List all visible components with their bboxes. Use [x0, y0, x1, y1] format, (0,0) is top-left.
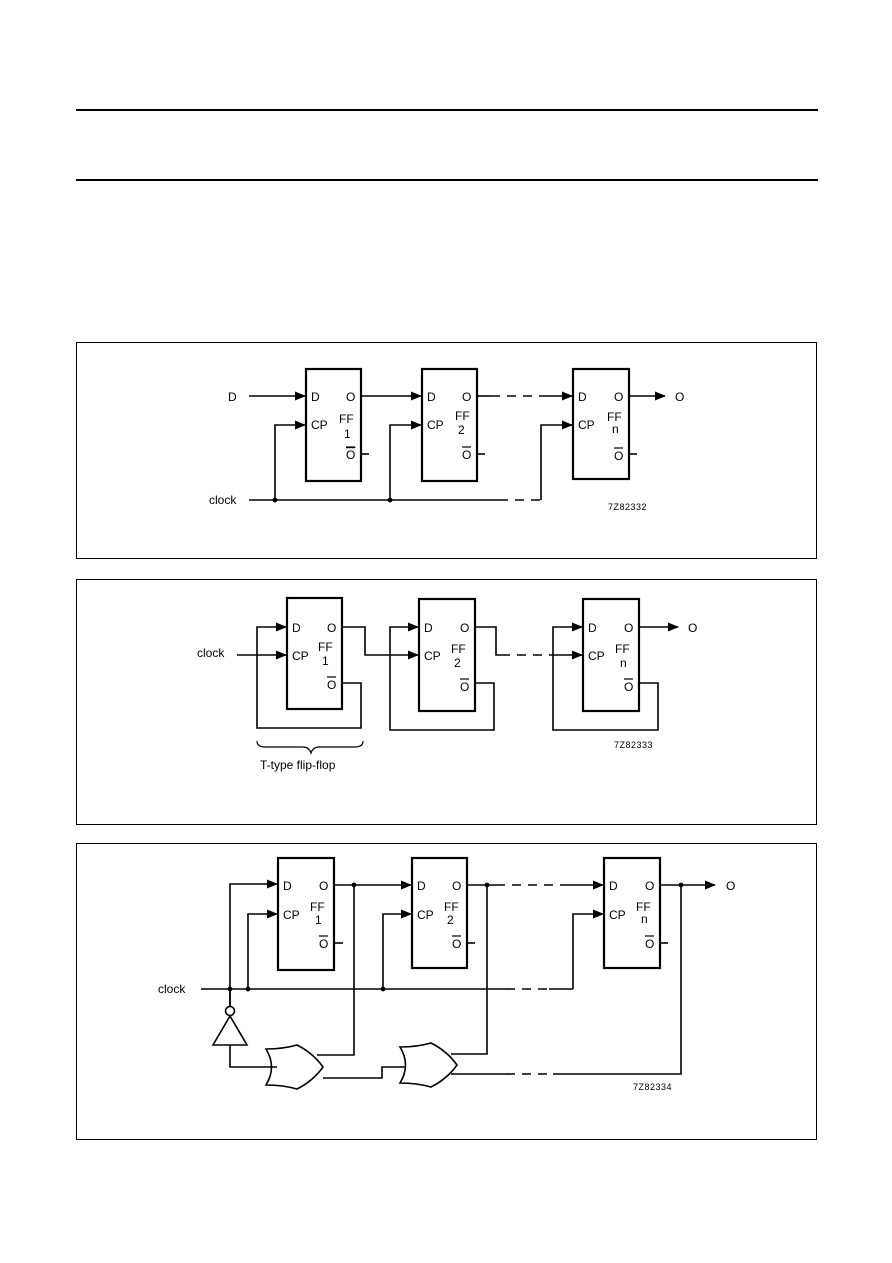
ff2-qbar-label: O — [452, 937, 461, 951]
ffn-ff-label: FF — [636, 900, 651, 914]
input-d-label: D — [228, 390, 237, 404]
ff2-cp-label: CP — [417, 908, 434, 922]
ff2-ff-label: FF — [451, 642, 466, 656]
ffn-q-label: O — [624, 621, 633, 635]
ff1-cp-label: CP — [292, 649, 309, 663]
ff2-q-label: O — [460, 621, 469, 635]
ff2-box — [420, 367, 479, 483]
ffn-d-label: D — [609, 879, 618, 893]
clock-label: clock — [209, 493, 237, 507]
ff1-box — [276, 856, 336, 972]
clock-label: clock — [158, 982, 186, 996]
ff2-index-label: 2 — [454, 656, 461, 670]
output-label: O — [675, 390, 684, 404]
ffn-cp-label: CP — [588, 649, 605, 663]
ff1-cp-label: CP — [311, 418, 328, 432]
ff1-index-label: 1 — [322, 654, 329, 668]
diagram-shift-register: D O clock D O CP FF 1 O D O CP FF 2 O D … — [209, 367, 684, 512]
ff2-index-label: 2 — [447, 913, 454, 927]
ff1-q-label: O — [319, 879, 328, 893]
ffn-ff-label: FF — [615, 642, 630, 656]
ff1-d-label: D — [292, 621, 301, 635]
ff1-cp-label: CP — [283, 908, 300, 922]
output-label: O — [726, 879, 735, 893]
ff2-ff-label: FF — [455, 409, 470, 423]
ff1-ff-label: FF — [339, 412, 354, 426]
ffn-index-label: n — [641, 912, 648, 926]
or-gate-1 — [264, 1044, 324, 1090]
ff1-qbar-label: O — [327, 678, 336, 692]
ff1-qbar-label: O — [319, 937, 328, 951]
ff1-ff-label: FF — [318, 640, 333, 654]
ffn-d-label: D — [578, 390, 587, 404]
ff2-qbar-label: O — [460, 680, 469, 694]
ff2-box — [410, 856, 469, 970]
ff2-index-label: 2 — [458, 423, 465, 437]
ff2-cp-label: CP — [424, 649, 441, 663]
ff2-box — [417, 597, 477, 713]
figure-ripple-counter: clock O D O CP FF 1 O D O CP FF 2 O D O … — [76, 579, 817, 825]
ff1-q-label: O — [346, 390, 355, 404]
figure-shift-register: D O clock D O CP FF 1 O D O CP FF 2 O D … — [76, 342, 817, 559]
ffn-cp-label: CP — [609, 908, 626, 922]
t-type-brace — [256, 740, 364, 755]
header-rule-bottom — [76, 179, 818, 181]
ffn-box — [602, 856, 662, 970]
or-gate-2 — [398, 1042, 458, 1088]
ff1-index-label: 1 — [315, 913, 322, 927]
t-type-label: T-type flip-flop — [260, 758, 336, 772]
ffn-qbar-label: O — [614, 449, 623, 463]
ffn-index-label: n — [612, 422, 619, 436]
ff1-qbar-label: O — [346, 448, 355, 462]
ffn-box — [571, 367, 631, 481]
ffn-q-label: O — [614, 390, 623, 404]
diagram-shift-register-with-gates: clock O D O CP FF 1 O D O CP F — [158, 856, 735, 1092]
figure-code: 7Z82334 — [633, 1082, 672, 1092]
inverter — [211, 1014, 249, 1046]
ff2-q-label: O — [452, 879, 461, 893]
ffn-ff-label: FF — [607, 410, 622, 424]
ffn-index-label: n — [620, 656, 627, 670]
ffn-d-label: D — [588, 621, 597, 635]
ff2-d-label: D — [424, 621, 433, 635]
ff2-cp-label: CP — [427, 418, 444, 432]
clock-label: clock — [197, 646, 225, 660]
ff2-d-label: D — [417, 879, 426, 893]
ff1-ff-label: FF — [310, 900, 325, 914]
header-rule-top — [76, 109, 818, 111]
ffn-cp-label: CP — [578, 418, 595, 432]
ff1-q-label: O — [327, 621, 336, 635]
diagram-ripple-counter: clock O D O CP FF 1 O D O CP FF 2 O D O … — [197, 596, 697, 772]
figure-shift-register-with-gates: clock O D O CP FF 1 O D O CP F — [76, 843, 817, 1140]
ff1-d-label: D — [283, 879, 292, 893]
output-label: O — [688, 621, 697, 635]
ff2-ff-label: FF — [444, 900, 459, 914]
ffn-q-label: O — [645, 879, 654, 893]
inverter-bubble — [224, 1005, 236, 1017]
ff2-d-label: D — [427, 390, 436, 404]
ffn-qbar-label: O — [624, 680, 633, 694]
ffn-qbar-label: O — [645, 937, 654, 951]
ff1-d-label: D — [311, 390, 320, 404]
figure-code: 7Z82332 — [608, 502, 647, 512]
figure-code: 7Z82333 — [614, 740, 653, 750]
ff1-index-label: 1 — [344, 427, 351, 441]
ffn-box — [581, 597, 641, 713]
ff1-box — [285, 596, 344, 711]
ff2-q-label: O — [462, 390, 471, 404]
ff2-qbar-label: O — [462, 448, 471, 462]
